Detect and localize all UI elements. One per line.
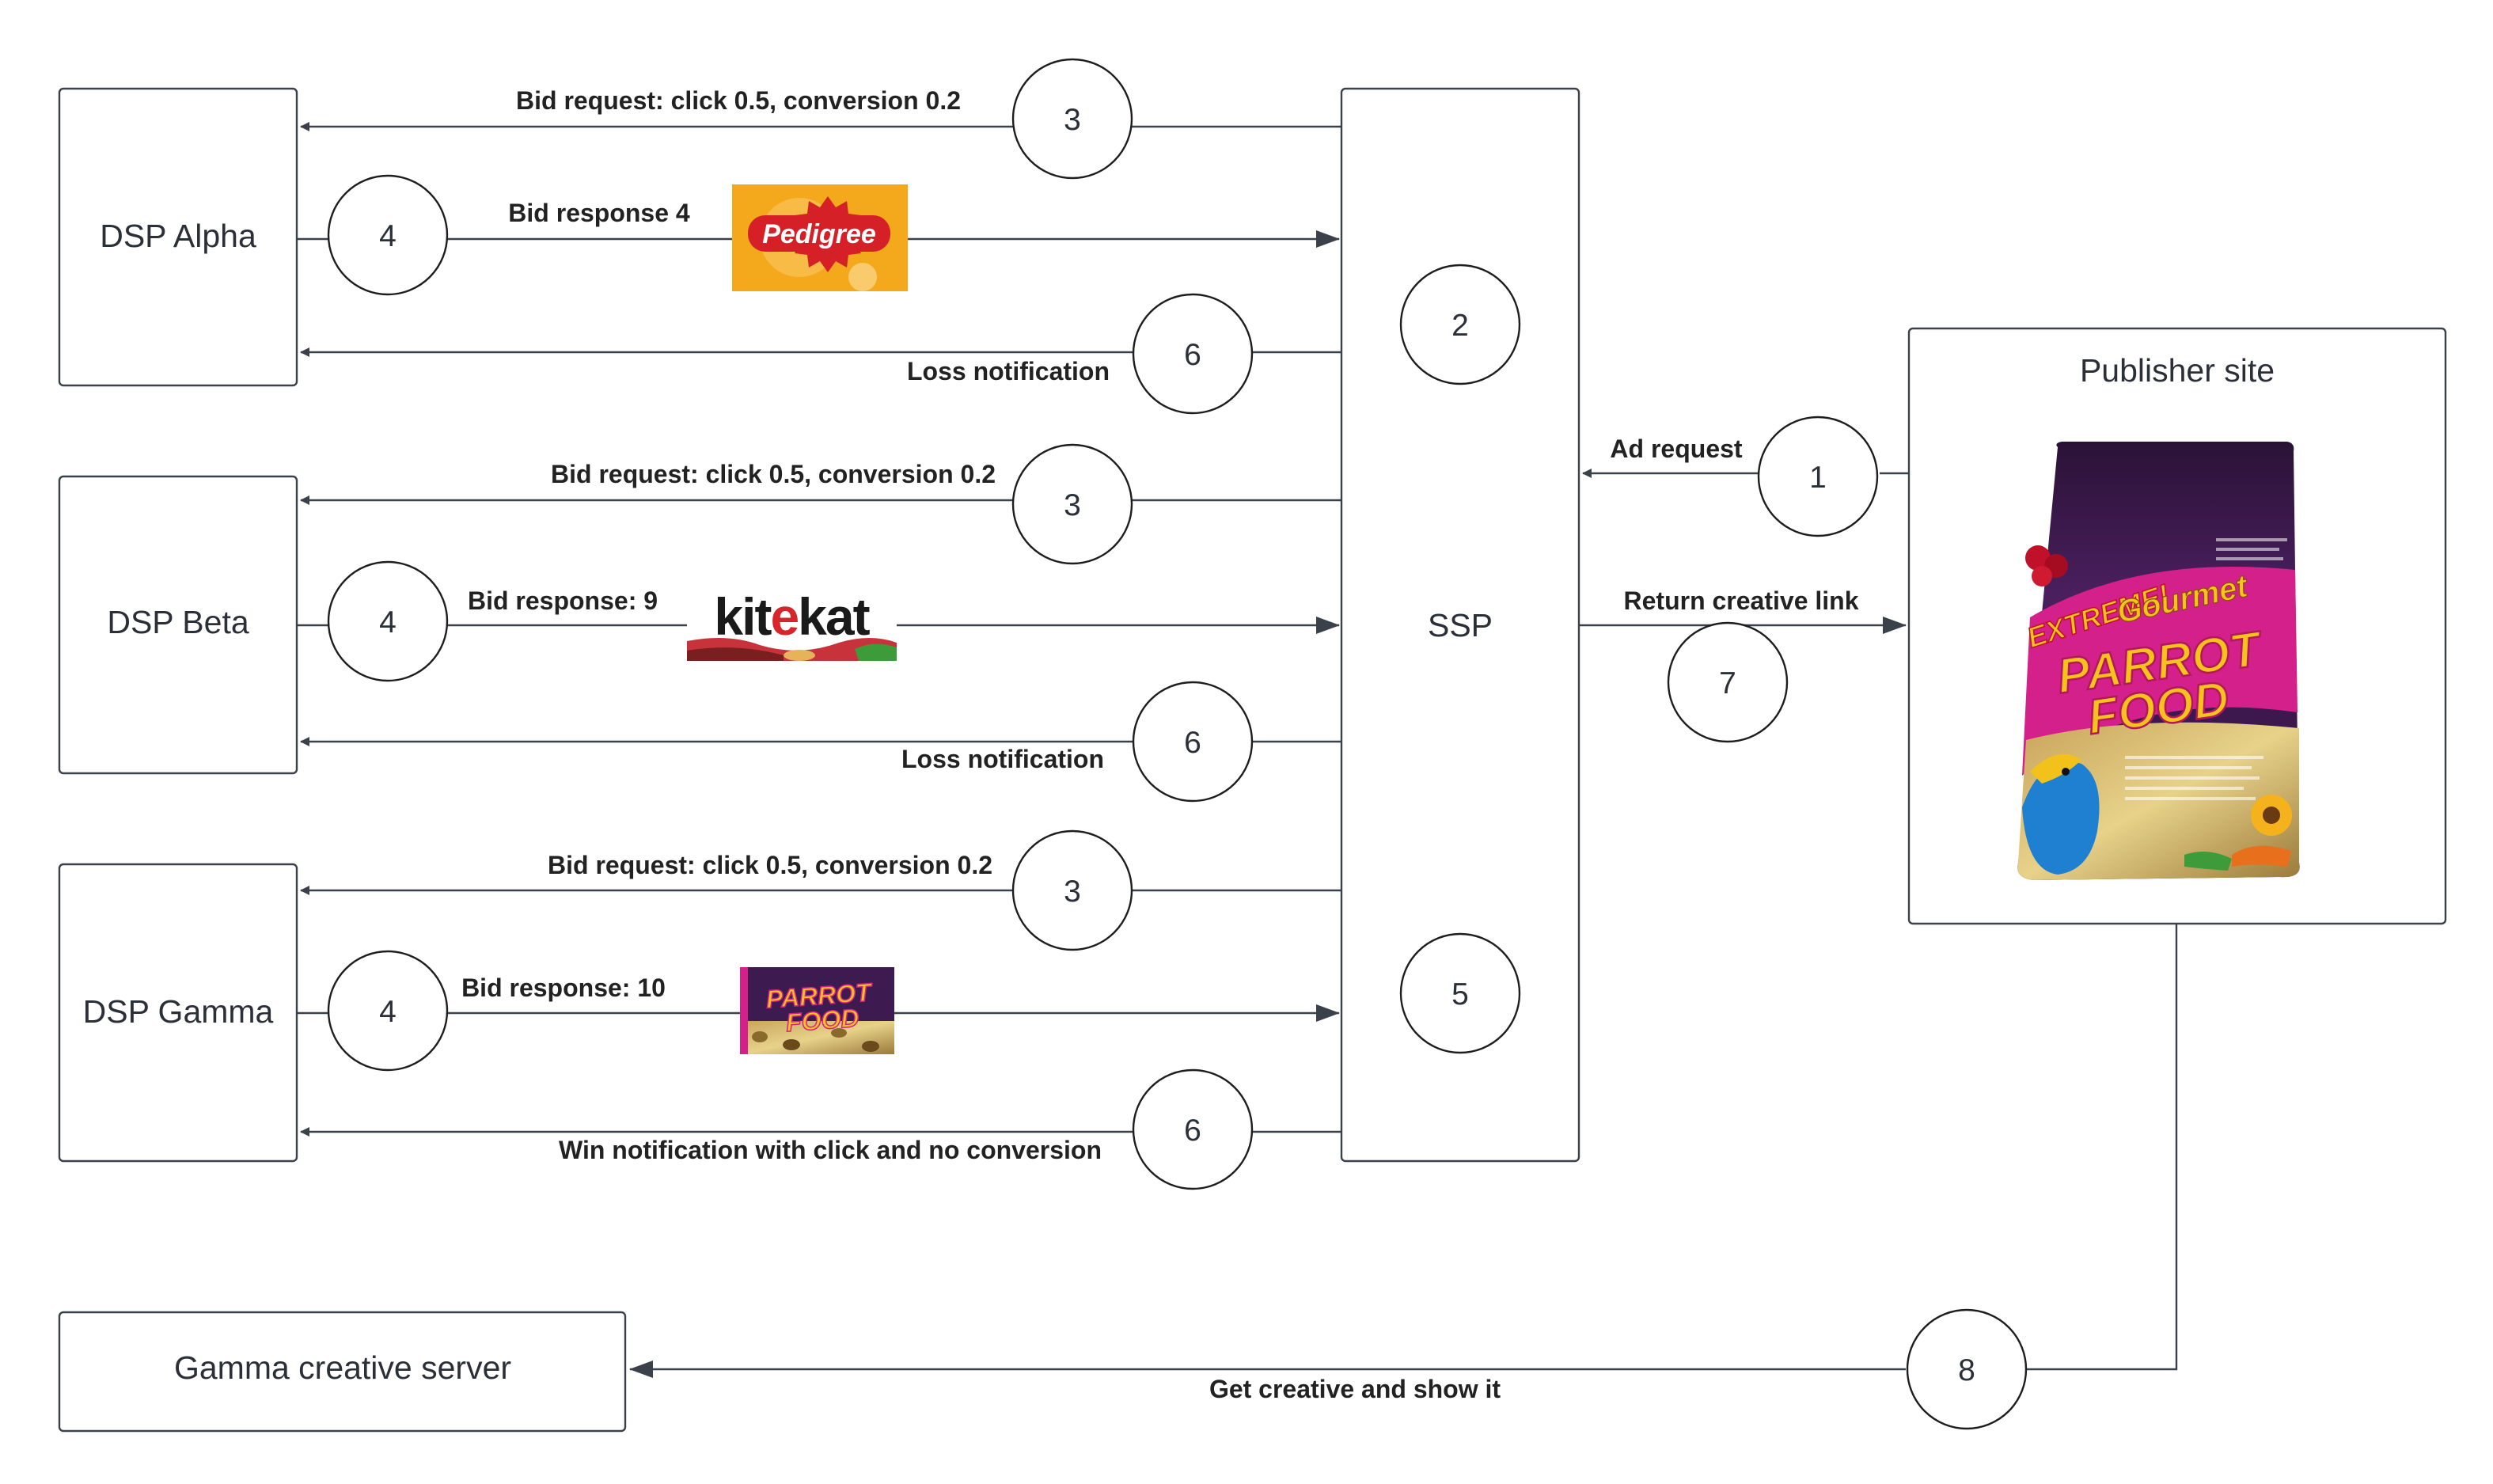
step-number: 8 xyxy=(1958,1353,1975,1387)
step-7: 7 xyxy=(1667,621,1789,743)
beta-bid-request-label: Bid request: click 0.5, conversion 0.2 xyxy=(551,460,996,488)
parrot-food-bag-image: EXTREME! Gourmet PARROT FOOD xyxy=(2017,442,2300,880)
step-number: 1 xyxy=(1809,461,1827,495)
step-8: 8 xyxy=(1906,1308,2028,1430)
dsp-alpha-label: DSP Alpha xyxy=(100,218,256,254)
step-3-alpha: 3 xyxy=(1011,58,1133,180)
step-number: 6 xyxy=(1184,338,1201,372)
step-number: 7 xyxy=(1719,666,1736,700)
step-6-gamma: 6 xyxy=(1132,1068,1254,1190)
step-number: 3 xyxy=(1064,488,1081,522)
gamma-bid-response-label: Bid response: 10 xyxy=(461,974,666,1002)
pedigree-creative-image: Pedigree xyxy=(732,184,908,291)
step-6-beta: 6 xyxy=(1132,681,1254,803)
get-creative-label: Get creative and show it xyxy=(1209,1375,1501,1403)
alpha-loss-label: Loss notification xyxy=(907,357,1110,385)
dsp-gamma-label: DSP Gamma xyxy=(83,993,274,1030)
dsp-alpha-node: DSP Alpha xyxy=(58,87,298,387)
step-6-alpha: 6 xyxy=(1132,293,1254,415)
publisher-site-label: Publisher site xyxy=(2080,352,2275,389)
dsp-beta-node: DSP Beta xyxy=(58,475,298,775)
gamma-creative-server-label: Gamma creative server xyxy=(174,1349,511,1386)
step-number: 6 xyxy=(1184,1114,1201,1148)
step-4-beta: 4 xyxy=(327,560,449,682)
step-4-alpha: 4 xyxy=(327,174,449,296)
return-creative-label: Return creative link xyxy=(1624,586,1859,615)
step-number: 3 xyxy=(1064,103,1081,137)
step-number: 6 xyxy=(1184,726,1201,760)
dsp-gamma-node: DSP Gamma xyxy=(58,863,298,1163)
get-creative-line-right xyxy=(2024,924,2178,1371)
kitekat-logo-text: kitekat xyxy=(714,587,870,646)
ad-request-label: Ad request xyxy=(1610,435,1742,463)
step-5: 5 xyxy=(1399,932,1521,1054)
step-3-gamma: 3 xyxy=(1011,829,1133,951)
alpha-bid-request-label: Bid request: click 0.5, conversion 0.2 xyxy=(516,86,961,115)
dsp-beta-label: DSP Beta xyxy=(107,604,249,640)
step-number: 4 xyxy=(379,995,397,1029)
step-1: 1 xyxy=(1757,416,1879,537)
ssp-label: SSP xyxy=(1428,607,1493,643)
kitekat-creative-image: kitekat xyxy=(687,586,897,661)
gamma-win-label: Win notification with click and no conve… xyxy=(559,1136,1102,1164)
step-number: 4 xyxy=(379,605,397,640)
gamma-creative-server-node: Gamma creative server xyxy=(58,1311,627,1433)
step-number: 3 xyxy=(1064,875,1081,909)
beta-loss-label: Loss notification xyxy=(901,745,1104,773)
alpha-bid-response-label: Bid response 4 xyxy=(508,199,690,227)
gamma-bid-request-label: Bid request: click 0.5, conversion 0.2 xyxy=(548,851,992,879)
small-parrot-line2: FOOD xyxy=(785,1004,860,1037)
pedigree-logo-text: Pedigree xyxy=(762,219,876,249)
parrot-food-creative-small: PARROT FOOD xyxy=(740,967,894,1054)
step-4-gamma: 4 xyxy=(327,950,449,1072)
step-number: 5 xyxy=(1451,977,1469,1011)
beta-bid-response-label: Bid response: 9 xyxy=(468,586,658,615)
step-2: 2 xyxy=(1399,264,1521,385)
step-number: 2 xyxy=(1451,309,1469,343)
step-number: 4 xyxy=(379,219,397,253)
step-3-beta: 3 xyxy=(1011,443,1133,565)
